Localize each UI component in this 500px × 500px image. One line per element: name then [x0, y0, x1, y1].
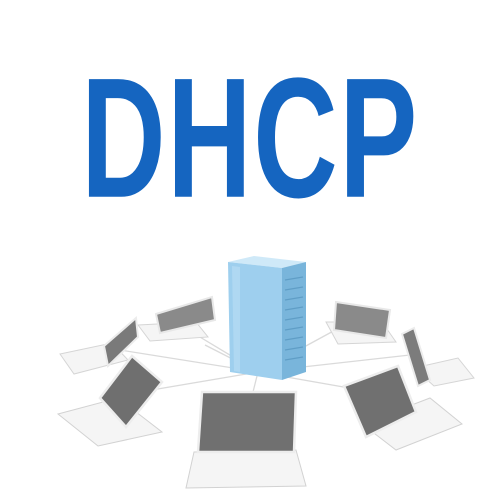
server-tower-icon [228, 256, 306, 380]
laptop-3-icon [56, 354, 164, 447]
laptop-6-icon [400, 326, 475, 388]
laptop-4-icon [185, 390, 307, 489]
dhcp-title: DHCP [81, 41, 419, 234]
laptop-7-icon [325, 300, 397, 345]
link-laptop-3 [139, 371, 259, 393]
laptop-5-icon [342, 364, 463, 451]
laptop-1-icon [137, 295, 217, 342]
